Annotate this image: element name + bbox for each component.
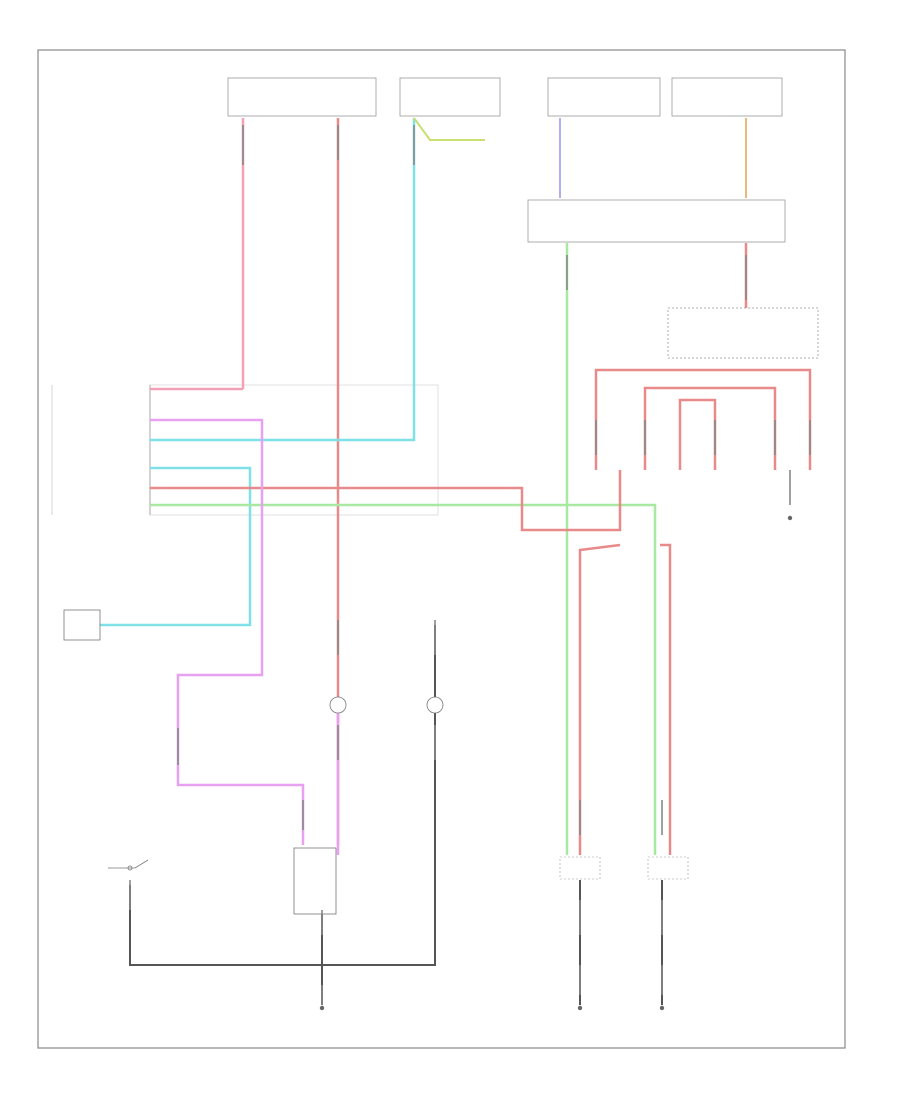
fuse-box-left [227,77,377,117]
ground-symbols [319,515,793,1011]
green-wire [150,243,657,855]
pink-wire-1 [150,118,245,391]
lower-relay-box [293,847,337,915]
sensor-box [63,609,101,641]
indicator-lamp-1 [329,696,347,714]
connector-ticks [129,125,811,1005]
headlamp-switch-box [667,307,819,359]
violet-wire [150,418,340,855]
fuse-box-right-2 [671,77,783,117]
diagram-frame [37,49,846,1049]
light-blue-wire [100,118,416,627]
fuse-box-right-1 [547,77,661,117]
headlamp-right-connector [647,856,689,880]
relay-box [527,199,786,243]
control-module-box [149,384,439,516]
fuse-box-middle [399,77,501,117]
ignition-switch [108,859,149,871]
indicator-lamp-2 [426,696,444,714]
ground-wire [129,625,663,1005]
headlamp-left-connector [559,856,601,880]
